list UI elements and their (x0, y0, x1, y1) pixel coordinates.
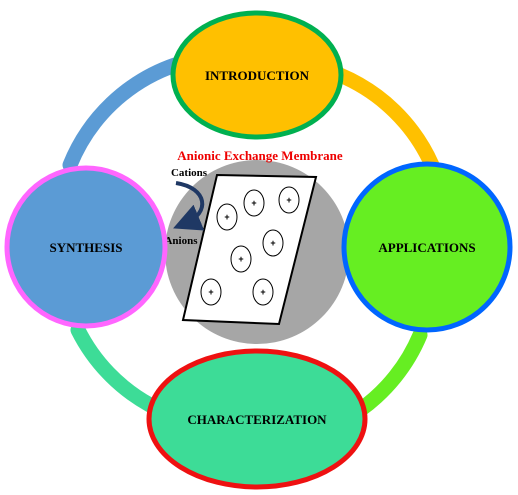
charge-site: + (200, 278, 222, 306)
cations-label: Cations (171, 167, 208, 179)
membrane-title: Anionic Exchange Membrane (177, 148, 343, 163)
applications-label: APPLICATIONS (378, 240, 475, 255)
fixed-charge-sites: + + + + + (200, 186, 300, 306)
charge-symbol: + (251, 198, 256, 208)
ring-segment-top-left (62, 57, 183, 173)
charge-site: + (216, 203, 238, 231)
node-introduction: INTRODUCTION (170, 10, 344, 140)
ring-segment-bottom-right (352, 327, 428, 418)
node-characterization: CHARACTERIZATION (146, 348, 368, 490)
membrane: + + + + + (181, 173, 318, 326)
ion-exchange-arrow (173, 181, 205, 231)
introduction-label: INTRODUCTION (205, 68, 310, 83)
charge-symbol: + (224, 212, 229, 222)
ring-segment-bottom-left (70, 322, 158, 413)
applications-circle (341, 161, 513, 333)
synthesis-label: SYNTHESIS (50, 240, 123, 255)
charge-symbol: + (260, 287, 265, 297)
charge-site: + (230, 245, 252, 273)
charge-symbol: + (270, 238, 275, 248)
charge-site: + (262, 229, 284, 257)
synthesis-circle (4, 165, 168, 329)
charge-symbol: + (208, 287, 213, 297)
introduction-ellipse (170, 10, 344, 140)
charge-site: + (252, 278, 274, 306)
ring-segment-top-right (332, 67, 440, 173)
charge-site: + (278, 186, 300, 214)
charge-site: + (243, 189, 265, 217)
charge-symbol: + (238, 254, 243, 264)
anions-label: Anions (164, 235, 198, 247)
characterization-ellipse (146, 348, 368, 490)
node-applications: APPLICATIONS (341, 161, 513, 333)
charge-symbol: + (286, 195, 291, 205)
characterization-label: CHARACTERIZATION (187, 412, 327, 427)
node-synthesis: SYNTHESIS (4, 165, 168, 329)
